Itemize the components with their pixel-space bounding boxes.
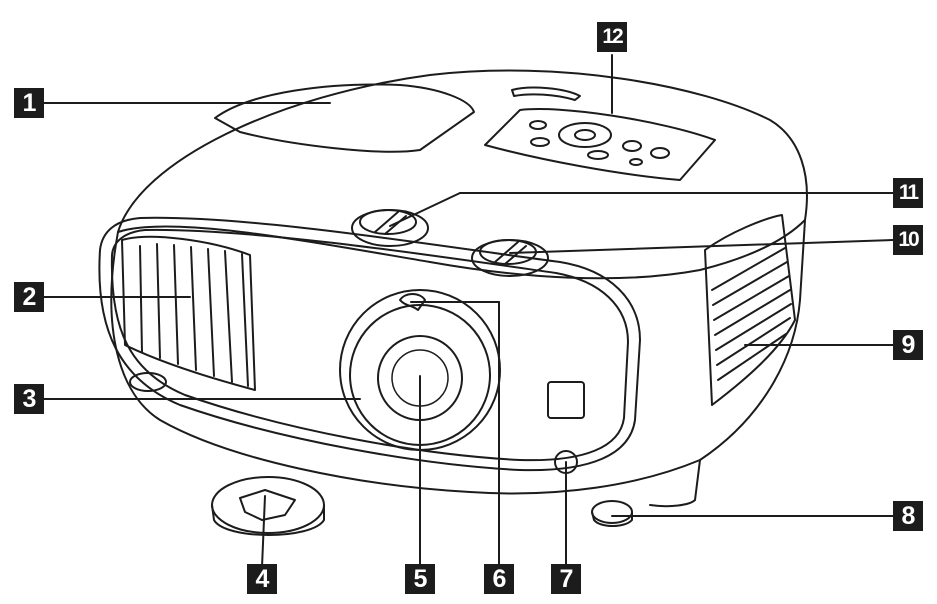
zoom-lever xyxy=(399,293,426,311)
top-slot xyxy=(511,86,581,101)
panel-btn-a xyxy=(529,120,547,130)
callout-4: 4 xyxy=(247,564,277,594)
callout-12: 12 xyxy=(597,22,627,52)
callout-2: 2 xyxy=(14,282,44,312)
callout-6: 6 xyxy=(484,564,514,594)
callout-11: 11 xyxy=(893,178,923,208)
front-face-inner xyxy=(110,228,629,462)
lamp-cover xyxy=(214,83,475,153)
front-foot-right xyxy=(591,500,633,524)
panel-dpad-center xyxy=(574,129,596,141)
control-panel xyxy=(484,108,716,181)
callout-8: 8 xyxy=(893,501,923,531)
lens-cover xyxy=(211,476,325,534)
front-face xyxy=(98,216,641,472)
panel-btn-c xyxy=(587,150,609,160)
panel-btn-b xyxy=(530,137,550,147)
leader-lines xyxy=(43,54,894,568)
panel-btn-d xyxy=(622,140,642,152)
right-base xyxy=(649,459,701,508)
panel-dpad xyxy=(558,122,612,148)
sensor-window xyxy=(547,381,585,419)
callout-9: 9 xyxy=(893,330,923,360)
callout-7: 7 xyxy=(551,564,581,594)
callout-10: 10 xyxy=(893,225,923,255)
lens-cover-grip xyxy=(239,489,296,521)
left-vent-slats xyxy=(139,243,249,387)
panel-btn-e xyxy=(650,147,670,159)
projector-body xyxy=(110,69,808,495)
callout-1: 1 xyxy=(14,88,44,118)
rear-foot-left xyxy=(129,372,167,392)
callout-3: 3 xyxy=(14,384,44,414)
right-vent-frame xyxy=(704,214,796,406)
top-surface-edge xyxy=(117,219,806,280)
left-vent-frame xyxy=(121,235,256,391)
lens-shift-dial-vertical-top xyxy=(359,209,417,235)
panel-btn-f xyxy=(629,158,643,166)
callout-5: 5 xyxy=(405,564,435,594)
right-vent-slats xyxy=(711,247,792,381)
